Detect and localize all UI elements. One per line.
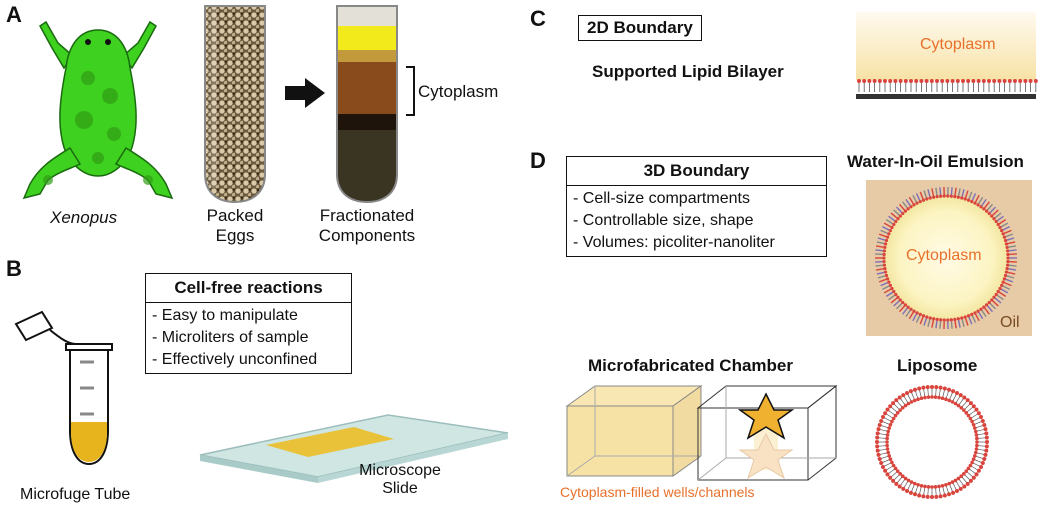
list-item: - Controllable size, shape (573, 212, 754, 229)
slide-label-line2: Slide (382, 480, 418, 497)
list-item: - Volumes: picoliter-nanoliter (573, 234, 775, 251)
chamber-box-diagram (565, 385, 703, 477)
slide-label-line1: Microscope (359, 462, 441, 479)
list-item: - Microliters of sample (152, 329, 309, 346)
panel-c-label: C (530, 6, 546, 31)
chamber-title: Microfabricated Chamber (588, 356, 793, 375)
tube2-label-line1: Fractionated (319, 206, 415, 225)
bilayer-diagram (856, 12, 1038, 99)
list-item: - Easy to manipulate (152, 307, 298, 324)
supported-lipid-bilayer-title: Supported Lipid Bilayer (592, 62, 784, 81)
oil-label: Oil (1000, 314, 1020, 331)
xenopus-frog-icon (22, 20, 174, 200)
liposome-diagram (875, 385, 989, 499)
2d-boundary-box: 2D Boundary (578, 15, 702, 41)
liposome-title: Liposome (897, 356, 978, 375)
microscope-slide (199, 414, 509, 483)
chamber-caption: Cytoplasm-filled wells/channels (560, 484, 755, 500)
packed-eggs-tube (204, 5, 266, 204)
2d-cytoplasm-label: Cytoplasm (920, 36, 996, 53)
panel-d-label: D (530, 148, 546, 173)
organism-label: Xenopus (50, 208, 118, 227)
list-item: - Effectively unconfined (152, 351, 318, 368)
list-item: - Cell-size compartments (573, 190, 750, 207)
panel-a-label: A (6, 2, 22, 27)
emulsion-diagram (866, 180, 1032, 336)
right-arrow-icon (285, 78, 325, 108)
emulsion-cytoplasm-label: Cytoplasm (906, 247, 982, 264)
tube2-label-line2: Components (318, 226, 416, 245)
3d-boundary-box-title: 3D Boundary (567, 157, 826, 186)
cellfree-box-title: Cell-free reactions (146, 274, 351, 303)
tube1-label-line2: Eggs (215, 226, 255, 245)
emulsion-title: Water-In-Oil Emulsion (847, 152, 1024, 171)
fractionated-tube (336, 5, 398, 204)
panel-b-label: B (6, 256, 22, 281)
cytoplasm-bracket (406, 66, 415, 116)
microfuge-tube-icon (14, 310, 113, 466)
bracket-label: Cytoplasm (418, 82, 499, 101)
tube1-label-line1: Packed (206, 206, 264, 225)
cellfree-box: Cell-free reactions - Easy to manipulate… (145, 273, 352, 374)
star-chamber-diagram (696, 384, 838, 481)
tube-label: Microfuge Tube (20, 486, 131, 503)
3d-boundary-box: 3D Boundary - Cell-size compartments - C… (566, 156, 827, 257)
